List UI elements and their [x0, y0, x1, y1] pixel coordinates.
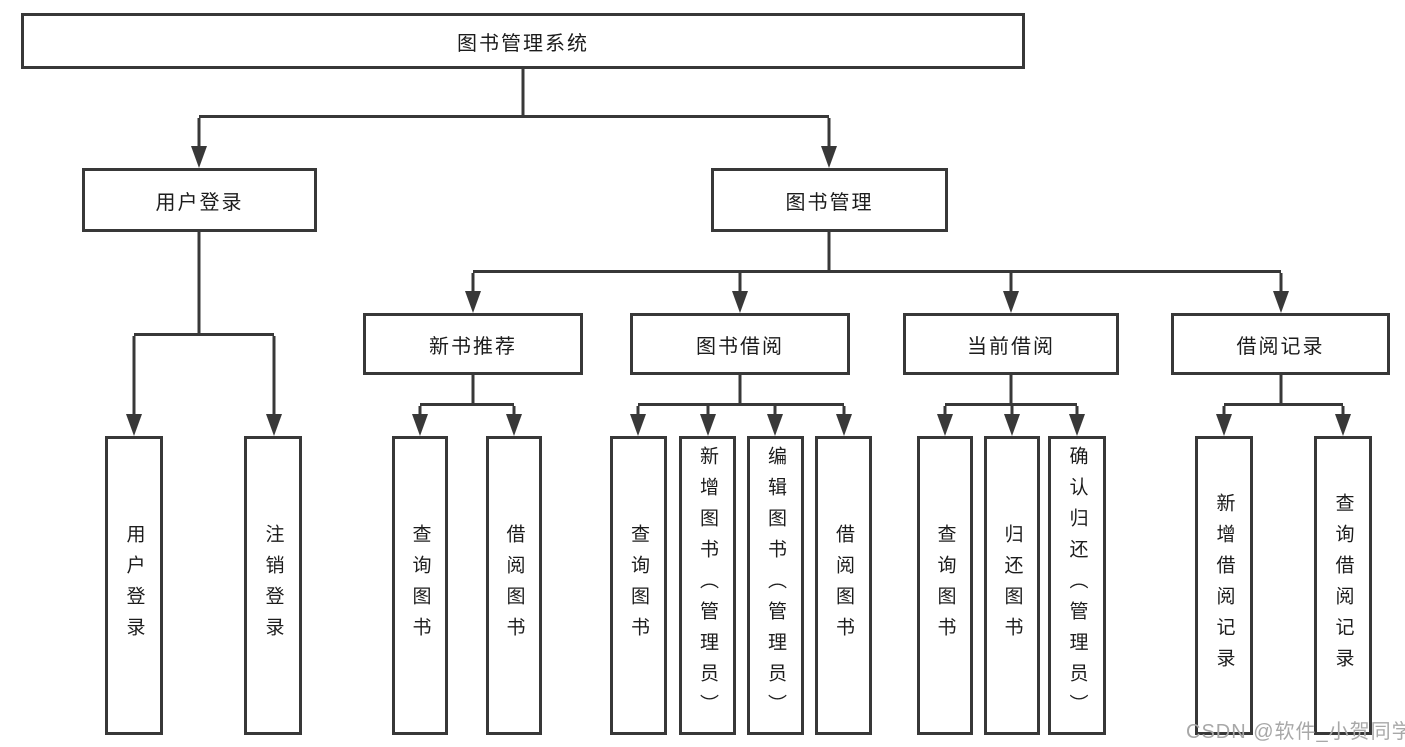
arrowhead	[465, 291, 481, 313]
leaf-label: 新增图书（管理员）	[697, 446, 718, 725]
arrowhead	[700, 414, 716, 436]
arrowhead	[1003, 291, 1019, 313]
leaf-label: 注销登录	[262, 523, 284, 648]
connector-user-login-children	[132, 232, 276, 416]
leaf-borrow-books-borrow: 借阅图书	[815, 436, 872, 735]
leaf-label: 查询借阅记录	[1332, 492, 1354, 679]
arrowhead	[1335, 414, 1351, 436]
connector-new-book-children	[418, 375, 516, 416]
arrowhead	[767, 414, 783, 436]
leaf-label: 编辑图书（管理员）	[765, 446, 786, 725]
connector-borrow-records-children	[1222, 375, 1345, 416]
connector-root-to-level2	[197, 69, 831, 148]
node-book-borrow: 图书借阅	[630, 313, 850, 375]
node-borrow-records: 借阅记录	[1171, 313, 1390, 375]
leaf-label: 借阅图书	[503, 523, 525, 648]
arrowhead	[412, 414, 428, 436]
arrowhead	[191, 146, 207, 168]
arrowhead	[1004, 414, 1020, 436]
arrowhead	[836, 414, 852, 436]
leaf-label: 归还图书	[1001, 523, 1023, 648]
arrowhead	[937, 414, 953, 436]
leaf-label: 查询图书	[934, 523, 956, 648]
leaf-label: 确认归还（管理员）	[1066, 446, 1088, 725]
node-library-system: 图书管理系统	[21, 13, 1025, 69]
leaf-confirm-return-admin: 确认归还（管理员）	[1048, 436, 1106, 735]
node-current-borrow: 当前借阅	[903, 313, 1119, 375]
connector-current-borrow-children	[943, 375, 1079, 416]
leaf-query-books-borrow: 查询图书	[610, 436, 667, 735]
leaf-query-borrow-record: 查询借阅记录	[1314, 436, 1372, 735]
csdn-watermark: CSDN @软件_小贺同学	[1186, 721, 1405, 743]
leaf-label: 查询图书	[409, 523, 431, 648]
connector-book-management-children	[471, 232, 1283, 293]
arrowhead	[506, 414, 522, 436]
leaf-label: 新增借阅记录	[1213, 492, 1235, 679]
arrowhead	[126, 414, 142, 436]
leaf-label: 用户登录	[123, 523, 145, 648]
leaf-return-book: 归还图书	[984, 436, 1040, 735]
leaf-user-login: 用户登录	[105, 436, 163, 735]
arrowhead	[1273, 291, 1289, 313]
leaf-add-borrow-record: 新增借阅记录	[1195, 436, 1253, 735]
node-user-login: 用户登录	[82, 168, 317, 232]
leaf-label: 借阅图书	[833, 523, 854, 648]
leaf-logout-login: 注销登录	[244, 436, 302, 735]
arrowhead	[732, 291, 748, 313]
arrowhead	[1069, 414, 1085, 436]
connector-book-borrow-children	[636, 375, 846, 416]
arrowhead	[1216, 414, 1232, 436]
leaf-label: 查询图书	[628, 523, 649, 648]
leaf-query-books-newbook: 查询图书	[392, 436, 448, 735]
leaf-add-book-admin: 新增图书（管理员）	[679, 436, 736, 735]
node-book-management: 图书管理	[711, 168, 948, 232]
leaf-borrow-books-newbook: 借阅图书	[486, 436, 542, 735]
node-new-book-recommend: 新书推荐	[363, 313, 583, 375]
leaf-edit-book-admin: 编辑图书（管理员）	[747, 436, 804, 735]
arrowhead	[630, 414, 646, 436]
leaf-query-books-current: 查询图书	[917, 436, 973, 735]
arrowhead	[266, 414, 282, 436]
arrowhead	[821, 146, 837, 168]
